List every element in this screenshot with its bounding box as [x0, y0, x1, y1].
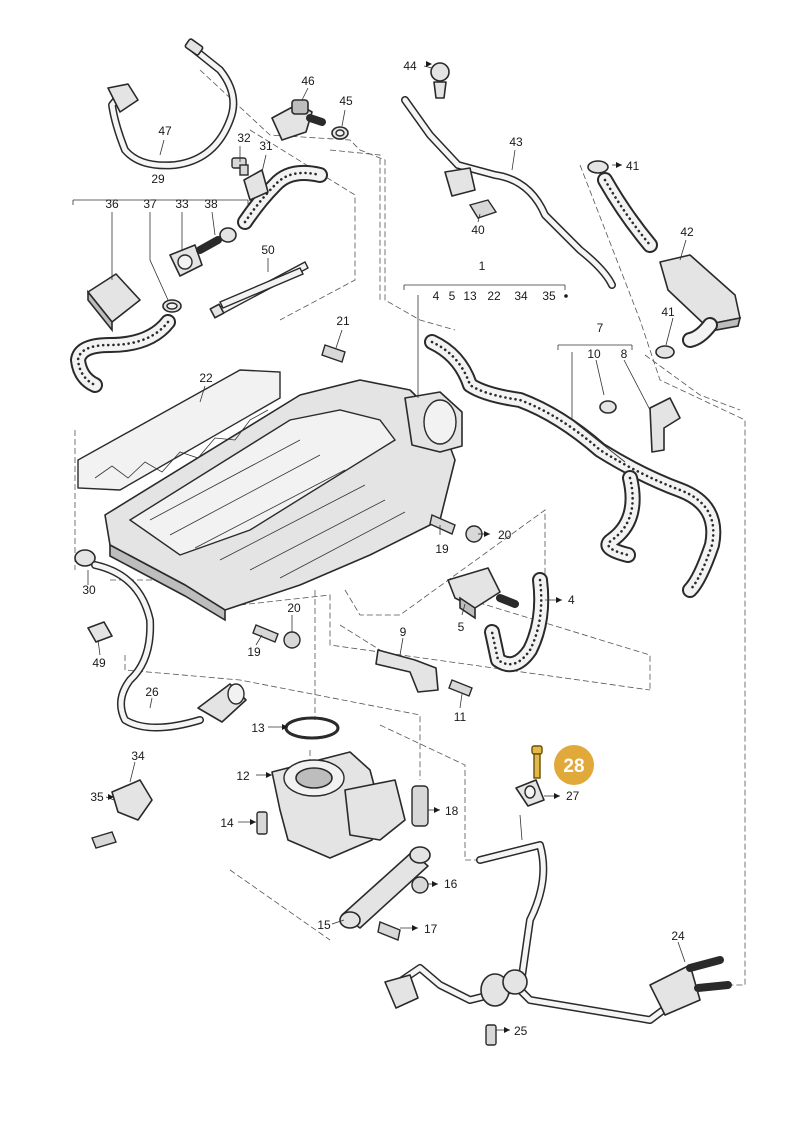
arrow-heads: [108, 61, 622, 1033]
callout-16: 16: [444, 877, 458, 891]
seal-13: [284, 716, 340, 740]
group-1-member: 35: [542, 289, 556, 303]
hose-31: [231, 157, 328, 230]
group-1-label: 1: [479, 259, 486, 273]
gasket-22: [77, 369, 281, 491]
harness-26: [74, 549, 247, 732]
callout-14: 14: [220, 816, 234, 830]
callout-43: 43: [509, 135, 523, 149]
valve-46: [271, 99, 349, 141]
callout-50: 50: [261, 243, 275, 257]
group-1-member: 4: [433, 289, 440, 303]
callout-30: 30: [82, 583, 96, 597]
throttle-body-12: [256, 751, 406, 859]
callout-49: 49: [92, 656, 106, 670]
callout-20-lower: 20: [287, 601, 301, 615]
fasteners-19-20: [252, 514, 483, 649]
bolt-28: [515, 745, 545, 807]
group-labels: 1 4 5 13 22 34 35 7 10 8 29 36 37 33 38: [105, 172, 627, 361]
group-1-member: 34: [514, 289, 528, 303]
cable-ties-50: [209, 261, 309, 319]
callout-41-upper: 41: [626, 159, 640, 173]
group-29-member: 38: [204, 197, 218, 211]
callout-45: 45: [339, 94, 353, 108]
callout-20-upper: 20: [498, 528, 512, 542]
callout-41-lower: 41: [661, 305, 675, 319]
group-7-member: 10: [587, 347, 601, 361]
group-1-member: 13: [463, 289, 477, 303]
callout-40: 40: [471, 223, 485, 237]
group-29-parts: [70, 227, 237, 393]
group-29-member: 33: [175, 197, 189, 211]
callout-42: 42: [680, 225, 694, 239]
callout-46: 46: [301, 74, 315, 88]
callout-35: 35: [90, 790, 104, 804]
highlight-badge-28[interactable]: 28: [554, 745, 594, 785]
pipe-24: [384, 841, 732, 1046]
hose-47: [107, 38, 238, 170]
sensor-34: [91, 779, 153, 849]
callout-26: 26: [145, 685, 159, 699]
group-29-member: 36: [105, 197, 119, 211]
callout-25: 25: [514, 1024, 528, 1038]
hose-7: [424, 334, 722, 598]
group-29-label: 29: [151, 172, 165, 186]
group-7-member: 8: [621, 347, 628, 361]
callout-15: 15: [317, 918, 331, 932]
group-1-member: 22: [487, 289, 501, 303]
callout-22: 22: [199, 371, 213, 385]
group-29-member: 37: [143, 197, 157, 211]
callout-12: 12: [236, 769, 250, 783]
highlight-label: 28: [563, 756, 584, 777]
callout-27: 27: [566, 789, 580, 803]
callout-47: 47: [158, 124, 172, 138]
callout-24: 24: [671, 929, 685, 943]
leader-lines: [72, 65, 687, 1031]
intake-manifold: [104, 379, 463, 622]
callout-32: 32: [237, 131, 251, 145]
callout-11: 11: [454, 710, 467, 724]
linkage-15: [339, 785, 431, 941]
callout-19-lower: 19: [247, 645, 261, 659]
callout-21: 21: [336, 314, 350, 328]
hose-42: [587, 160, 742, 359]
group-1-member: 5: [449, 289, 456, 303]
callout-5: 5: [458, 620, 465, 634]
part-callouts: 4 5 27 9 11 12 13 14 15 16 17 18 19 19 2…: [82, 59, 694, 1038]
callout-34: 34: [131, 749, 145, 763]
callout-9: 9: [400, 625, 407, 639]
callout-13: 13: [251, 721, 265, 735]
callout-31: 31: [259, 139, 273, 153]
pipe-43: [401, 62, 616, 289]
callout-44: 44: [403, 59, 417, 73]
callout-17: 17: [424, 922, 438, 936]
callout-19-upper: 19: [435, 542, 449, 556]
callout-4: 4: [568, 593, 575, 607]
callout-18: 18: [445, 804, 459, 818]
group-7-label: 7: [597, 321, 604, 335]
valve-5: [447, 567, 550, 673]
sensor-9: [375, 649, 473, 697]
bolt-21: [321, 344, 346, 363]
